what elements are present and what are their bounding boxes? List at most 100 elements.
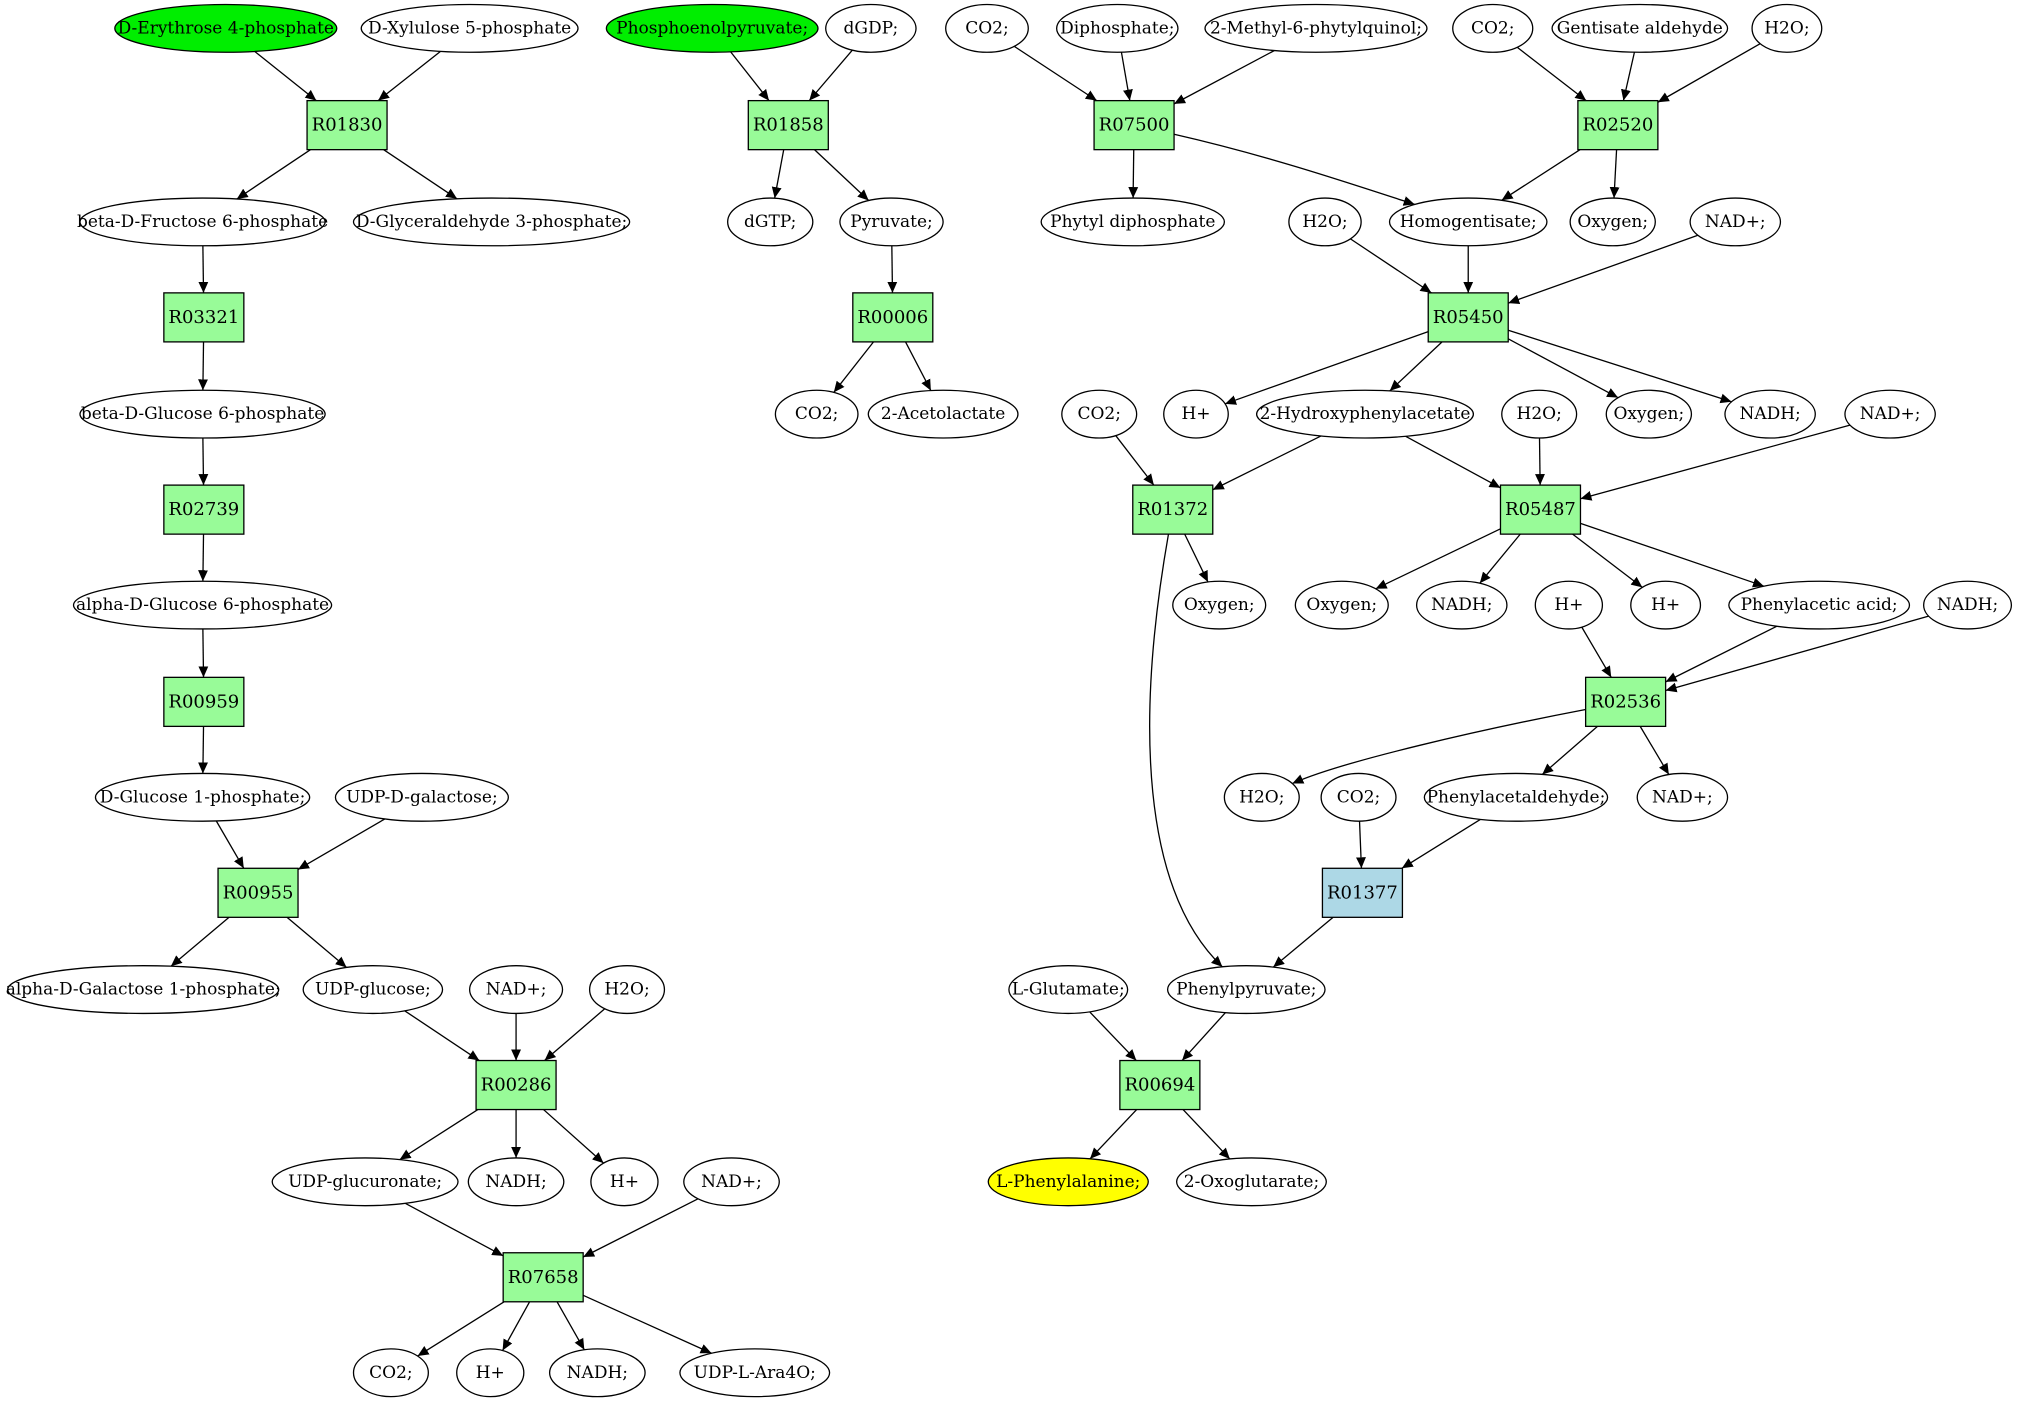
reaction-node[interactable]: R02520 bbox=[1577, 99, 1659, 151]
reaction-node[interactable]: R00694 bbox=[1119, 1059, 1201, 1111]
reaction-node[interactable]: R00959 bbox=[163, 676, 245, 728]
metabolite-node[interactable]: alpha-D-Galactose 1-phosphate; bbox=[6, 965, 281, 1015]
metabolite-node[interactable]: Phytyl diphosphate bbox=[1040, 197, 1226, 247]
metabolite-node[interactable]: Phenylacetic acid; bbox=[1728, 580, 1911, 630]
metabolite-node[interactable]: H2O; bbox=[1223, 772, 1300, 822]
metabolite-node[interactable]: H+ bbox=[1630, 580, 1702, 630]
metabolite-label: Diphosphate; bbox=[1060, 18, 1174, 38]
metabolite-ellipse bbox=[1724, 389, 1816, 439]
reaction-box bbox=[217, 867, 299, 918]
metabolite-node[interactable]: CO2; bbox=[1452, 3, 1534, 53]
metabolite-node[interactable]: H+ bbox=[1534, 580, 1604, 630]
reaction-node[interactable]: R01372 bbox=[1132, 484, 1214, 535]
metabolite-node[interactable]: Homogentisate; bbox=[1388, 197, 1548, 247]
metabolite-node[interactable]: Diphosphate; bbox=[1056, 3, 1179, 53]
reaction-node[interactable]: R07500 bbox=[1093, 99, 1175, 151]
reaction-box bbox=[502, 1252, 584, 1303]
metabolite-label: CO2; bbox=[1337, 787, 1381, 807]
metabolite-node[interactable]: H+ bbox=[1163, 389, 1229, 439]
metabolite-node[interactable]: NAD+; bbox=[1689, 197, 1782, 247]
metabolite-node[interactable]: NADH; bbox=[1923, 580, 2013, 630]
metabolite-node[interactable]: Oxygen; bbox=[1294, 580, 1389, 630]
metabolite-node[interactable]: NADH; bbox=[467, 1157, 565, 1207]
metabolite-node[interactable]: NADH; bbox=[548, 1348, 646, 1398]
metabolite-node[interactable]: alpha-D-Glucose 6-phosphate bbox=[72, 580, 333, 630]
reaction-label: R07500 bbox=[1099, 115, 1170, 136]
metabolite-node[interactable]: H+ bbox=[456, 1348, 525, 1398]
metabolite-node[interactable]: D-Erythrose 4-phosphate bbox=[114, 3, 338, 53]
metabolite-node[interactable]: Phenylpyruvate; bbox=[1166, 965, 1326, 1015]
metabolite-node[interactable]: dGDP; bbox=[825, 3, 917, 53]
metabolite-node[interactable]: D-Glyceraldehyde 3-phosphate; bbox=[352, 197, 631, 247]
metabolite-label: H+ bbox=[1181, 404, 1210, 424]
reaction-node[interactable]: R07658 bbox=[502, 1252, 584, 1303]
metabolite-ellipse bbox=[1294, 580, 1389, 630]
reaction-node[interactable]: R05450 bbox=[1427, 292, 1509, 343]
metabolite-label: H+ bbox=[1651, 595, 1680, 615]
metabolite-node[interactable]: L-Glutamate; bbox=[1008, 965, 1129, 1015]
edge-r05450-to-m_h3 bbox=[1224, 330, 1429, 405]
metabolite-node[interactable]: beta-D-Fructose 6-phosphate bbox=[77, 197, 328, 247]
reaction-node[interactable]: R05487 bbox=[1499, 484, 1582, 535]
metabolite-node[interactable]: D-Glucose 1-phosphate; bbox=[94, 772, 311, 822]
metabolite-node[interactable]: Phenylacetaldehyde; bbox=[1423, 772, 1609, 822]
reaction-node[interactable]: R01377 bbox=[1321, 867, 1404, 918]
metabolite-node[interactable]: H2O; bbox=[1751, 3, 1823, 53]
metabolite-label: Phytyl diphosphate bbox=[1050, 212, 1215, 232]
edge-m_co2e-to-r01372 bbox=[1115, 435, 1155, 486]
metabolite-node[interactable]: Oxygen; bbox=[1172, 580, 1267, 630]
metabolite-label: CO2; bbox=[369, 1363, 413, 1383]
metabolite-node[interactable]: H2O; bbox=[588, 965, 666, 1015]
metabolite-node[interactable]: CO2; bbox=[774, 389, 859, 439]
metabolite-node[interactable]: H+ bbox=[590, 1157, 659, 1207]
metabolite-node[interactable]: dGTP; bbox=[727, 197, 814, 247]
metabolite-node[interactable]: CO2; bbox=[945, 3, 1029, 53]
metabolite-node[interactable]: Oxygen; bbox=[1569, 197, 1656, 247]
metabolite-ellipse bbox=[1689, 197, 1782, 247]
metabolite-node[interactable]: beta-D-Glucose 6-phosphate bbox=[79, 389, 326, 439]
reaction-node[interactable]: R01858 bbox=[747, 99, 829, 151]
reaction-node[interactable]: R00955 bbox=[217, 867, 299, 918]
node-layer: D-Erythrose 4-phosphate D-Xylulose 5-phos… bbox=[6, 3, 2013, 1398]
reaction-node[interactable]: R00006 bbox=[852, 292, 934, 343]
metabolite-node[interactable]: NAD+; bbox=[1636, 772, 1729, 822]
metabolite-node[interactable]: 2-Oxoglutarate; bbox=[1175, 1157, 1327, 1207]
metabolite-node[interactable]: 2-Acetolactate bbox=[867, 389, 1019, 439]
metabolite-node[interactable]: Pyruvate; bbox=[839, 197, 944, 247]
metabolite-node[interactable]: 2-Hydroxyphenylacetate bbox=[1255, 389, 1475, 439]
metabolite-ellipse bbox=[456, 1348, 525, 1398]
metabolite-ellipse bbox=[1056, 3, 1179, 53]
metabolite-label: NADH; bbox=[1937, 595, 1998, 615]
metabolite-node[interactable]: UDP-glucuronate; bbox=[271, 1157, 459, 1207]
reaction-node[interactable]: R03321 bbox=[163, 292, 245, 343]
metabolite-node[interactable]: H2O; bbox=[1501, 389, 1578, 439]
metabolite-node[interactable]: UDP-D-galactose; bbox=[334, 772, 509, 822]
metabolite-node[interactable]: NADH; bbox=[1415, 580, 1508, 630]
metabolite-node[interactable]: 2-Methyl-6-phytylquinol; bbox=[1204, 3, 1428, 53]
metabolite-node[interactable]: UDP-glucose; bbox=[302, 965, 444, 1015]
metabolite-node[interactable]: CO2; bbox=[1320, 772, 1397, 822]
edge-m_hpa-to-r01372 bbox=[1212, 435, 1322, 491]
metabolite-node[interactable]: NAD+; bbox=[468, 965, 564, 1015]
metabolite-node[interactable]: CO2; bbox=[1061, 389, 1138, 439]
reaction-node[interactable]: R01830 bbox=[306, 99, 388, 151]
reaction-node[interactable]: R00286 bbox=[475, 1059, 557, 1111]
reaction-node[interactable]: R02536 bbox=[1584, 676, 1667, 728]
metabolite-node[interactable]: Oxygen; bbox=[1605, 389, 1693, 439]
metabolite-label: CO2; bbox=[1471, 18, 1515, 38]
metabolite-node[interactable]: D-Xylulose 5-phosphate bbox=[360, 3, 579, 53]
reaction-node[interactable]: R02739 bbox=[163, 484, 245, 535]
metabolite-ellipse bbox=[468, 965, 564, 1015]
metabolite-node[interactable]: Phosphoenolpyruvate; bbox=[605, 3, 819, 53]
metabolite-node[interactable]: UDP-L-Ara4O; bbox=[679, 1348, 831, 1398]
metabolite-node[interactable]: NADH; bbox=[1724, 389, 1816, 439]
metabolite-node[interactable]: CO2; bbox=[352, 1348, 429, 1398]
metabolite-node[interactable]: H2O; bbox=[1288, 197, 1362, 247]
edge-r07500-to-m_phdp bbox=[1128, 149, 1139, 199]
metabolite-node[interactable]: Gentisate aldehyde bbox=[1551, 3, 1729, 53]
metabolite-node[interactable]: NAD+; bbox=[1844, 389, 1936, 439]
metabolite-ellipse bbox=[114, 3, 338, 53]
metabolite-node[interactable]: L-Phenylalanine; bbox=[987, 1157, 1149, 1207]
metabolite-node[interactable]: NAD+; bbox=[683, 1157, 780, 1207]
reaction-label: R01372 bbox=[1137, 499, 1208, 520]
